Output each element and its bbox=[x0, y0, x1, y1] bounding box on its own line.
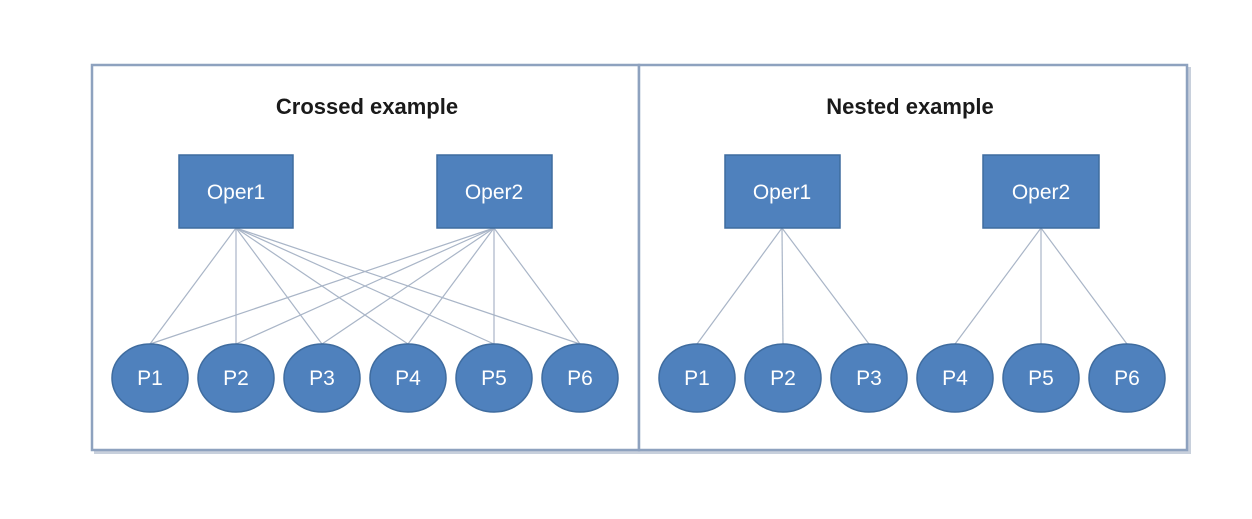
crossed-edge-oper2-p3 bbox=[321, 227, 495, 345]
nested-part-p2 bbox=[744, 343, 822, 413]
crossed-part-p4 bbox=[369, 343, 447, 413]
nested-part-p1-label: P1 bbox=[684, 367, 710, 390]
nested-part-p3-label: P3 bbox=[856, 367, 882, 390]
crossed-edge-oper2-p6 bbox=[493, 227, 581, 345]
crossed-oper1-label: Oper1 bbox=[207, 181, 265, 204]
crossed-part-p3 bbox=[283, 343, 361, 413]
nested-part-p6 bbox=[1088, 343, 1166, 413]
nested-part-p4-label: P4 bbox=[942, 367, 968, 390]
nested-panel-title: Nested example bbox=[826, 94, 994, 119]
crossed-panel-title: Crossed example bbox=[276, 94, 458, 119]
nested-part-p6-label: P6 bbox=[1114, 367, 1140, 390]
nested-part-p2-label: P2 bbox=[770, 367, 796, 390]
nested-edge-oper1-p1 bbox=[696, 227, 783, 345]
nested-oper1-label: Oper1 bbox=[753, 181, 811, 204]
nested-oper1-box bbox=[724, 154, 841, 229]
crossed-part-p5 bbox=[455, 343, 533, 413]
crossed-edge-oper1-p1 bbox=[149, 227, 237, 345]
nested-part-p3 bbox=[830, 343, 908, 413]
nested-edge-oper1-p3 bbox=[781, 227, 870, 345]
nested-edge-oper1-p2 bbox=[781, 227, 784, 345]
nested-part-p5 bbox=[1002, 343, 1080, 413]
crossed-part-p2-label: P2 bbox=[223, 367, 249, 390]
nested-oper2-box bbox=[982, 154, 1100, 229]
nested-edge-oper2-p4 bbox=[954, 227, 1042, 345]
crossed-oper2-box bbox=[436, 154, 553, 229]
crossed-part-p5-label: P5 bbox=[481, 367, 507, 390]
nested-edge-oper2-p6 bbox=[1040, 227, 1128, 345]
crossed-part-p2 bbox=[197, 343, 275, 413]
crossed-part-p6-label: P6 bbox=[567, 367, 593, 390]
crossed-oper1-box bbox=[178, 154, 294, 229]
nested-oper2-label: Oper2 bbox=[1012, 181, 1070, 204]
crossed-edges bbox=[149, 227, 581, 345]
nested-edges bbox=[696, 227, 1128, 345]
crossed-oper2-label: Oper2 bbox=[465, 181, 523, 204]
crossed-part-p1 bbox=[111, 343, 189, 413]
crossed-edge-oper1-p3 bbox=[235, 227, 323, 345]
crossed-part-p1-label: P1 bbox=[137, 367, 163, 390]
crossed-edge-oper2-p4 bbox=[407, 227, 495, 345]
crossed-part-p3-label: P3 bbox=[309, 367, 335, 390]
crossed-part-p4-label: P4 bbox=[395, 367, 421, 390]
crossed-part-p6 bbox=[541, 343, 619, 413]
crossed-edge-oper2-p1 bbox=[149, 227, 495, 345]
nested-part-p1 bbox=[658, 343, 736, 413]
nested-part-p5-label: P5 bbox=[1028, 367, 1054, 390]
crossed-edge-oper2-p2 bbox=[235, 227, 495, 345]
nested-part-p4 bbox=[916, 343, 994, 413]
